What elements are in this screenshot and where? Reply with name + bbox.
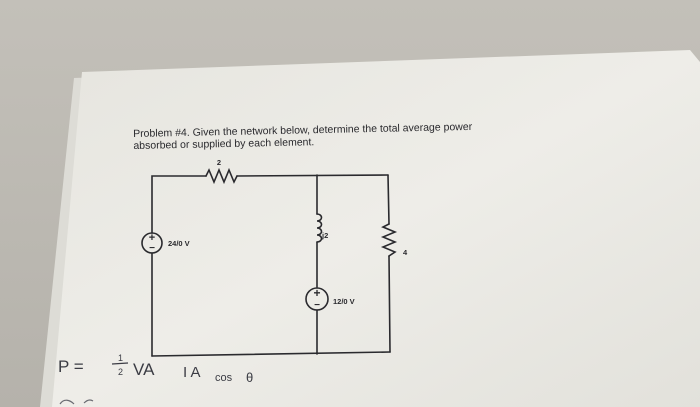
inductor-label: j2 <box>321 231 328 240</box>
source-middle-plus-sign: + <box>313 286 320 300</box>
source-left-plus-sign: + <box>149 232 155 244</box>
voltage-source-left: + − <box>141 232 163 254</box>
paper-sheet <box>52 50 700 407</box>
source-middle-label: 12/0 V <box>333 297 355 306</box>
inductor-symbol <box>316 213 323 243</box>
formula-rest: I A <box>183 364 201 381</box>
resistor-top-label: 2 <box>217 158 221 167</box>
wire-top-left <box>151 175 207 234</box>
source-left-minus-sign: − <box>149 243 155 254</box>
voltage-source-middle: + − <box>305 286 329 311</box>
resistor-right-label: 4 <box>403 248 408 257</box>
resistor-top-symbol <box>205 167 238 185</box>
formula-fraction-denominator: 2 <box>118 367 123 377</box>
formula-cos: cos <box>215 372 233 384</box>
wire-right-lower <box>388 255 391 353</box>
resistor-right-symbol <box>380 223 398 257</box>
formula-va: VA <box>133 360 155 379</box>
formula-fraction-numerator: 1 <box>118 353 123 363</box>
stray-pen-mark <box>59 399 94 405</box>
wire-right-upper <box>387 174 390 225</box>
circuit-diagram <box>151 167 398 357</box>
source-left-label: 24/0 V <box>168 239 190 248</box>
wire-bottom <box>151 351 391 357</box>
formula-fraction-bar <box>111 362 129 365</box>
handwritten-formula: P = 1 2 VA I A cos θ <box>58 353 253 385</box>
formula-prefix: P = <box>58 357 84 376</box>
wire-top-right <box>236 174 389 177</box>
formula-theta: θ <box>246 370 253 385</box>
source-middle-minus-sign: − <box>314 300 320 311</box>
